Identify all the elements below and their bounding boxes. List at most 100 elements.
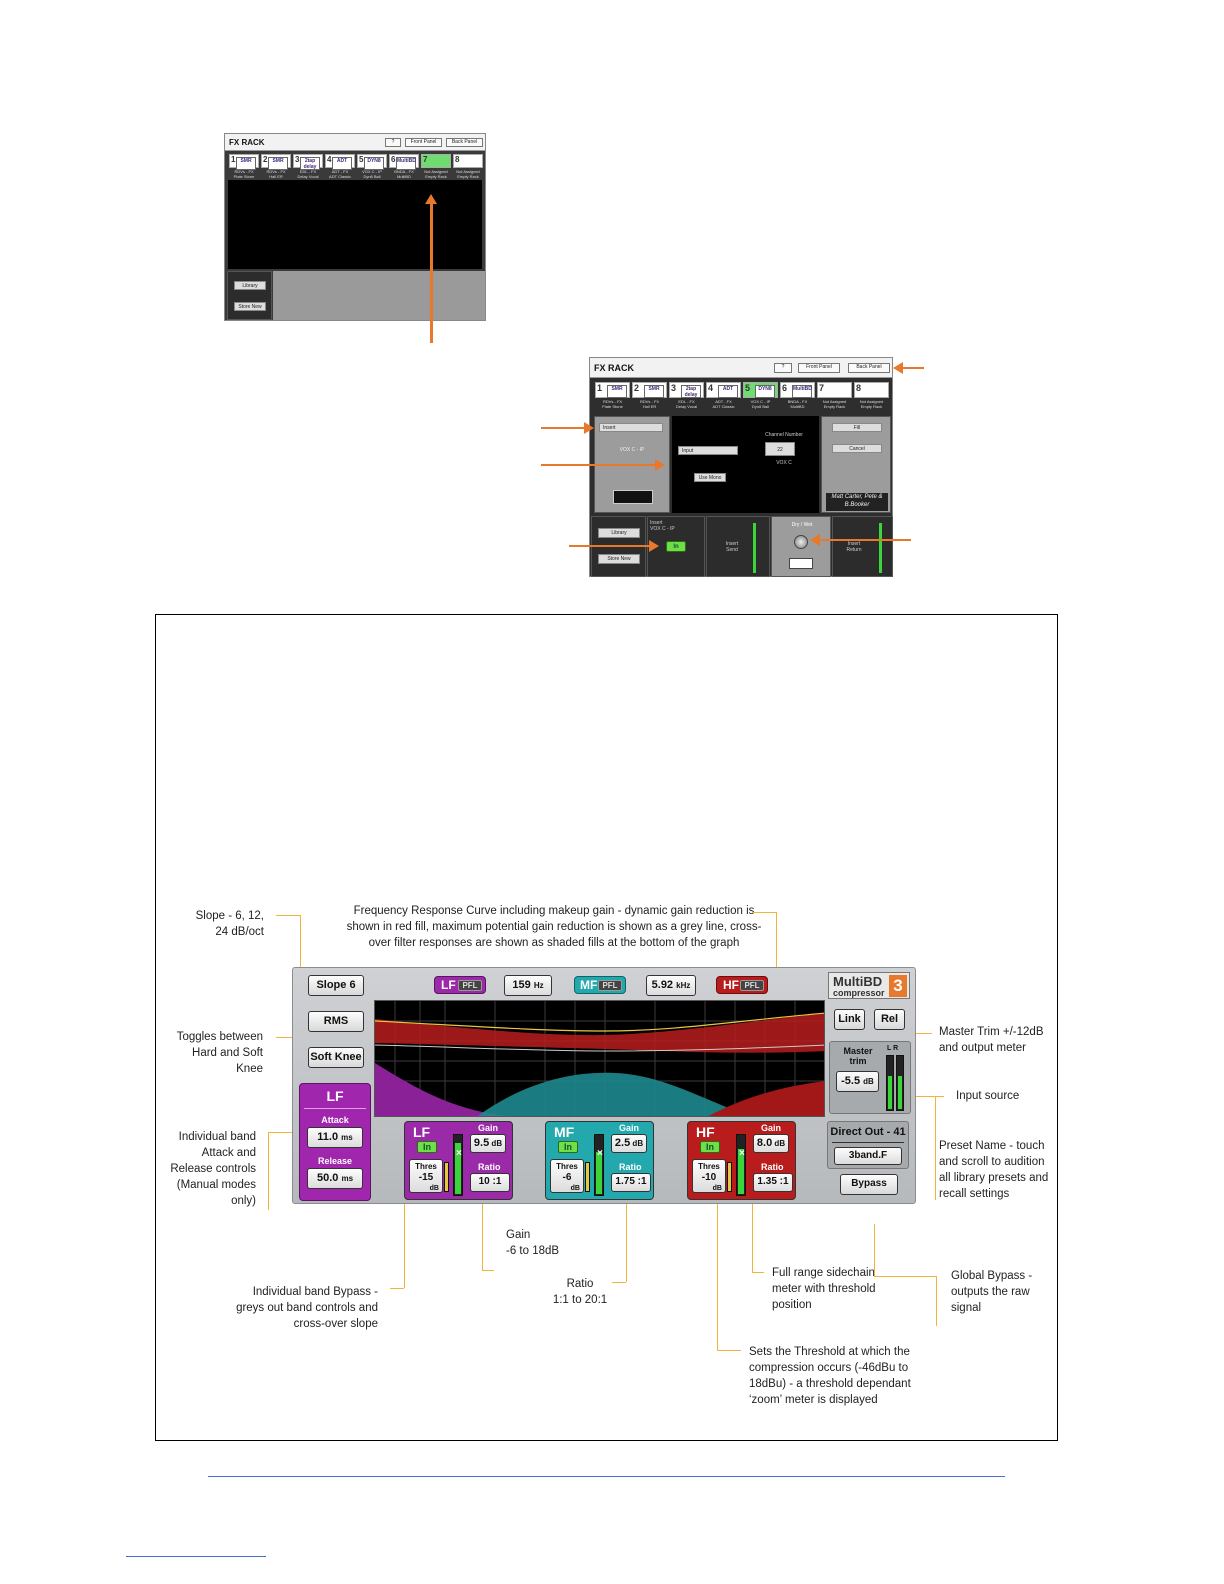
input-source-value[interactable]: Direct Out - 41 <box>830 1126 906 1138</box>
rack-slot-number: 4 <box>327 155 332 164</box>
ratio-value[interactable]: 10 :1 <box>470 1173 510 1192</box>
gain-value[interactable]: 2.5 dB <box>611 1134 647 1153</box>
preset-name[interactable]: 3band.F <box>834 1147 902 1165</box>
band-name: HF <box>696 1124 715 1140</box>
channel-number[interactable]: 22 <box>765 442 795 456</box>
band-in-button[interactable]: In <box>700 1141 720 1153</box>
store-new-button[interactable]: Store New <box>598 554 640 564</box>
lf-band-tag[interactable]: LF PFL <box>434 976 486 994</box>
rel-button[interactable]: Rel <box>874 1009 905 1030</box>
front-panel-button[interactable]: Front Panel <box>405 138 442 147</box>
mf-pfl-button[interactable]: PFL <box>598 980 622 991</box>
gain-value[interactable]: 9.5 dB <box>470 1134 506 1153</box>
rack-slot-tile[interactable]: 7 <box>817 382 852 398</box>
rack-slot-label: Not Assigned Empty Rack <box>456 169 480 179</box>
channel-number-label: Channel Number <box>765 432 803 438</box>
attack-release-title: LF <box>326 1088 344 1104</box>
mf-band-tag[interactable]: MF PFL <box>574 976 626 994</box>
ratio-value[interactable]: 1.75 :1 <box>611 1173 651 1192</box>
ann-global-bypass: Global Bypass - outputs the raw signal <box>951 1270 1033 1314</box>
xover-high-value[interactable]: 5.92 kHz <box>646 975 696 996</box>
threshold-unit: dB <box>429 1185 439 1192</box>
leader-input-h <box>908 1096 944 1097</box>
attack-value[interactable]: 11.0 ms <box>307 1127 363 1148</box>
library-button[interactable]: Library <box>234 281 266 290</box>
band-in-button[interactable]: In <box>558 1141 578 1153</box>
rack-slot-label: VOX C - IP Dyn8 Ball <box>362 169 382 179</box>
rack-slot-number: 7 <box>423 155 428 164</box>
link-button[interactable]: Link <box>834 1009 865 1030</box>
help-button[interactable]: ? <box>774 363 792 373</box>
soft-knee-button[interactable]: Soft Knee <box>308 1047 364 1068</box>
library-button[interactable]: Library <box>598 528 640 538</box>
gain-number: 9.5 <box>473 1137 490 1149</box>
multibd-logo: MultiBD compressor 3 <box>828 972 910 999</box>
insert-select[interactable]: Insert <box>599 423 663 432</box>
xover-low-value[interactable]: 159 Hz <box>504 975 552 996</box>
gain-value[interactable]: 8.0 dB <box>753 1134 789 1153</box>
release-value[interactable]: 50.0 ms <box>307 1168 363 1189</box>
rack-slot-logo: DYN8 <box>364 157 384 170</box>
hf-pfl-button[interactable]: PFL <box>740 980 764 991</box>
rack-slot-logo: SMR <box>236 157 256 170</box>
input-select[interactable]: Input <box>678 446 738 455</box>
bypass-button[interactable]: Bypass <box>840 1174 898 1195</box>
leader-freq-h <box>752 912 776 913</box>
rms-button[interactable]: RMS <box>308 1011 364 1032</box>
hf-band-tag[interactable]: HF PFL <box>716 976 768 994</box>
fill-button[interactable]: Fill <box>832 423 882 432</box>
insert-arrow-head <box>584 422 594 434</box>
rack-slot-tile[interactable]: 7 <box>421 154 451 168</box>
rack-slot-tile[interactable]: 8 <box>854 382 889 398</box>
use-mono-button[interactable]: Use Mono <box>694 473 726 482</box>
master-trim-value[interactable]: -5.5 dB <box>836 1071 879 1092</box>
lf-pfl-button[interactable]: PFL <box>458 980 482 991</box>
insert-in-button[interactable]: In <box>666 541 686 552</box>
rack-slot-tile[interactable]: 8 <box>453 154 483 168</box>
back-panel-button[interactable]: Back Panel <box>848 363 890 373</box>
cancel-button[interactable]: Cancel <box>832 444 882 453</box>
ratio-value[interactable]: 1.35 :1 <box>753 1173 793 1192</box>
dry-wet-knob[interactable] <box>794 535 808 549</box>
help-button[interactable]: ? <box>385 138 401 147</box>
slope-button[interactable]: Slope 6 <box>308 975 364 996</box>
band-in-button[interactable]: In <box>417 1141 437 1153</box>
rack-slot-label: RDVs - FX Plate Stone <box>233 169 255 179</box>
sidechain-meter-fill <box>596 1152 602 1194</box>
store-new-button[interactable]: Store New <box>234 302 266 311</box>
rack-slot-number: 2 <box>634 383 640 393</box>
back-panel-button[interactable]: Back Panel <box>446 138 483 147</box>
front-panel-button[interactable]: Front Panel <box>798 363 840 373</box>
